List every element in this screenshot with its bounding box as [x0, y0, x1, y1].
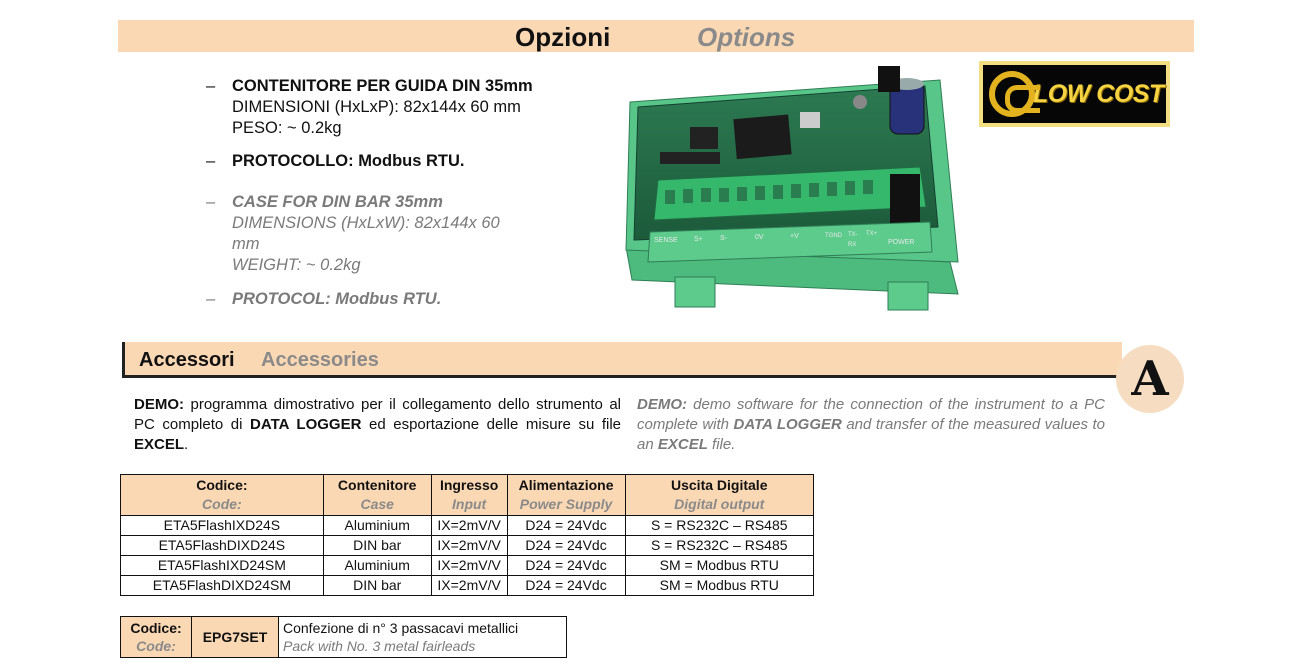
low-cost-label: LOW COST [1033, 79, 1164, 108]
table-row: ETA5FlashDIXD24S DIN bar IX=2mV/V D24 = … [120, 535, 814, 556]
table-cell: S = RS232C – RS485 [624, 515, 814, 536]
table-cell: IX=2mV/V [430, 575, 508, 596]
options-header-band [118, 20, 1194, 52]
table-cell: S = RS232C – RS485 [624, 535, 814, 556]
table-cell: Aluminium [322, 515, 432, 536]
accessory-code-table: Codice: Code: EPG7SET Confezione di n° 3… [120, 616, 567, 658]
option-protocol-it: – PROTOCOLLO: Modbus RTU. [206, 151, 465, 172]
board-label-tx-minus: TX- [848, 232, 858, 238]
table-row: ETA5FlashDIXD24SM DIN bar IX=2mV/V D24 =… [120, 575, 814, 596]
board-label-tgnd: TGND [825, 233, 843, 239]
table-cell: IX=2mV/V [430, 555, 508, 576]
demo-bold-en-1: DATA LOGGER [733, 416, 842, 433]
list-dash: – [206, 152, 216, 170]
table-cell: D24 = 24Vdc [506, 555, 626, 576]
table-cell: D24 = 24Vdc [506, 515, 626, 536]
table-cell: IX=2mV/V [430, 515, 508, 536]
demo-description-en: DEMO: demo software for the connection o… [637, 395, 1105, 455]
accessories-header-band [122, 342, 1122, 378]
accessory-code-header: Codice: Code: [120, 616, 192, 658]
table-cell: ETA5FlashDIXD24SM [120, 575, 324, 596]
table-cell: SM = Modbus RTU [624, 575, 814, 596]
table-cell: ETA5FlashIXD24S [120, 515, 324, 536]
demo-bold-it-2: EXCEL [134, 436, 185, 453]
demo-text-it-2: ed esportazione delle misure su file [361, 416, 622, 433]
demo-description-it: DEMO: programma dimostrativo per il coll… [134, 395, 621, 455]
protocol-en: PROTOCOL: Modbus RTU. [232, 290, 442, 308]
demo-text-en-2: and transfer of the measured values to a… [637, 416, 1106, 453]
demo-text-en-1: demo software for the connection of the … [637, 396, 1105, 433]
euro-icon [989, 71, 1040, 117]
table-cell: ETA5FlashIXD24SM [120, 555, 324, 576]
options-title-it: Opzioni [515, 22, 611, 52]
demo-bold-en-2: EXCEL [657, 436, 708, 453]
demo-label-it: DEMO: [134, 396, 184, 413]
board-label-plus-v: +V [790, 233, 799, 240]
weight-it: PESO: ~ 0.2kg [232, 119, 342, 137]
list-dash: – [206, 290, 216, 308]
dimensions-it: DIMENSIONI (HxLxP): 82x144x 60 mm [232, 98, 521, 116]
column-header: Codice:Code: [120, 474, 324, 516]
board-label-power: POWER [888, 239, 914, 246]
table-cell: D24 = 24Vdc [506, 575, 626, 596]
demo-text-it-3: . [184, 436, 189, 453]
demo-text-en-3: file. [707, 436, 736, 453]
demo-bold-it-1: DATA LOGGER [250, 416, 362, 433]
low-cost-badge: LOW COST [979, 61, 1170, 127]
option-protocol-en: – PROTOCOL: Modbus RTU. [206, 289, 442, 310]
table-cell: D24 = 24Vdc [506, 535, 626, 556]
table-cell: DIN bar [322, 535, 432, 556]
table-cell: IX=2mV/V [430, 535, 508, 556]
table-row: Codice: Code: EPG7SET Confezione di n° 3… [120, 616, 567, 658]
dimensions-en-cont: mm [232, 235, 260, 253]
dimensions-en: DIMENSIONS (HxLxW): 82x144x 60 [232, 214, 500, 232]
demo-text-it-1: programma dimostrativo per il collegamen… [134, 396, 621, 433]
accessories-title-en: Accessories [261, 349, 379, 371]
accessories-letter-badge: A [1116, 345, 1184, 413]
accessories-title-it: Accessori [139, 349, 235, 371]
accessories-letter: A [1131, 351, 1169, 407]
list-dash: – [206, 77, 216, 95]
protocol-it: PROTOCOLLO: Modbus RTU. [232, 152, 465, 170]
table-cell: SM = Modbus RTU [624, 555, 814, 576]
list-dash: – [206, 193, 216, 211]
accessory-code: EPG7SET [191, 616, 279, 658]
weight-en: WEIGHT: ~ 0.2kg [232, 256, 361, 274]
options-title-en: Options [697, 22, 796, 52]
demo-label-en: DEMO: [637, 396, 687, 413]
table-cell: ETA5FlashDIXD24S [120, 535, 324, 556]
case-title-en: CASE FOR DIN BAR 35mm [232, 193, 443, 211]
table-row: ETA5FlashIXD24SM Aluminium IX=2mV/V D24 … [120, 555, 814, 576]
board-label-s-minus: S- [720, 235, 728, 242]
table-row: ETA5FlashIXD24S Aluminium IX=2mV/V D24 =… [120, 515, 814, 536]
board-label-tx-plus: TX+ [866, 231, 878, 237]
accessory-description: Confezione di n° 3 passacavi metallici P… [278, 616, 567, 658]
option-case-it: – CONTENITORE PER GUIDA DIN 35mm DIMENSI… [206, 76, 533, 139]
board-label-0v: 0V [755, 234, 764, 241]
table-cell: Aluminium [322, 555, 432, 576]
board-label-rx: RX [848, 242, 856, 248]
circuit-board-photo: SENSE S+ S- 0V +V TGND TX- TX+ RX POWER [625, 66, 959, 311]
board-label-s-plus: S+ [694, 236, 703, 243]
case-title-it: CONTENITORE PER GUIDA DIN 35mm [232, 77, 533, 95]
board-label-sense: SENSE [654, 237, 678, 244]
table-cell: DIN bar [322, 575, 432, 596]
option-case-en: – CASE FOR DIN BAR 35mm DIMENSIONS (HxLx… [206, 192, 500, 276]
